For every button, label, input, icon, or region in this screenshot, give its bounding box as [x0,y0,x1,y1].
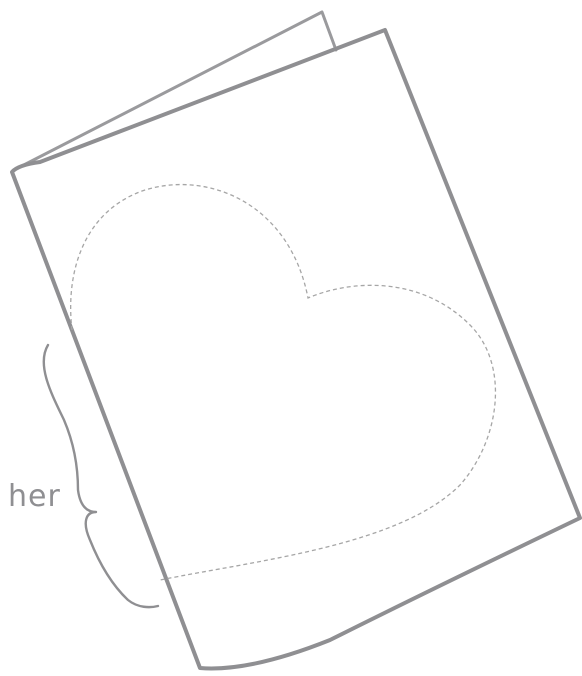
back-page-outline [14,12,336,170]
half-heart-cut-line [71,185,496,580]
curly-brace [44,345,158,607]
brace-label: her [8,482,61,512]
